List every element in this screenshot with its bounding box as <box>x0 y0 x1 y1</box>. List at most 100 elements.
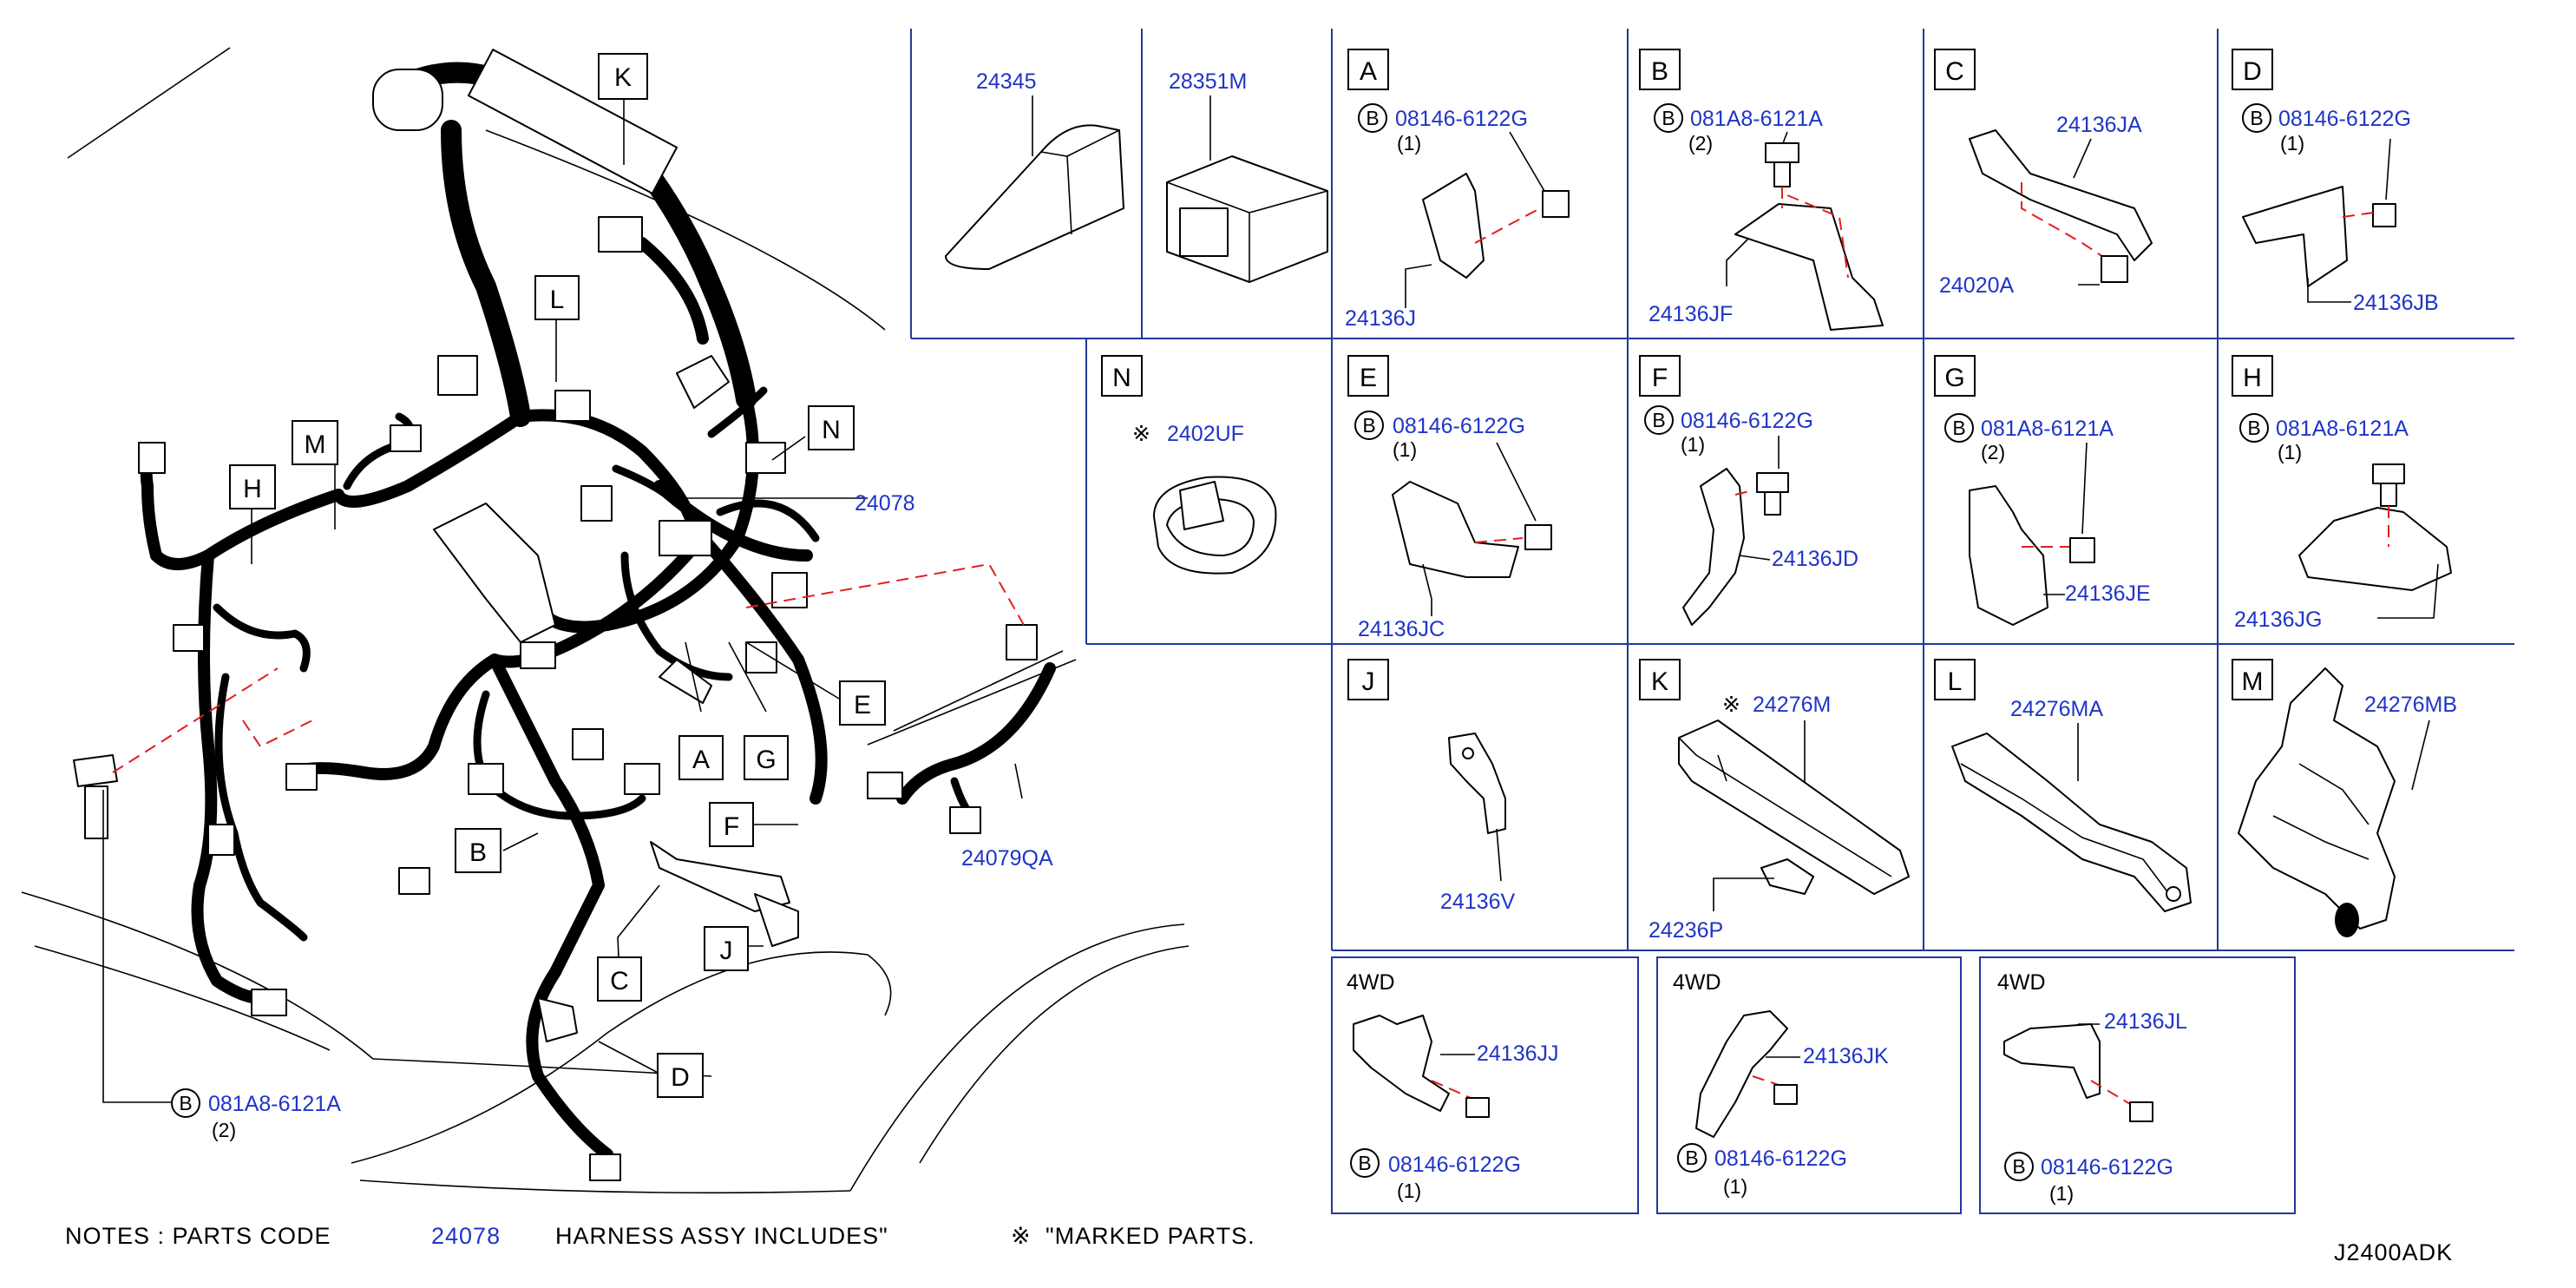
label-text: H <box>243 475 262 503</box>
bottom-bolt-label: B 081A8-6121A (2) <box>171 1088 341 1141</box>
label-text: M <box>2242 667 2264 696</box>
callout-M: M <box>292 420 338 465</box>
label-text: L <box>1948 667 1963 696</box>
label-text: 081A8-6121A <box>208 1092 341 1116</box>
callout-F: F <box>709 802 754 847</box>
wd-panel-3: 4WD 24136JL B 08146-6122G (1) <box>1997 970 2187 1205</box>
label-text: (1) <box>2278 441 2302 463</box>
label-text: 4WD <box>1997 970 2046 995</box>
notes-line: NOTES : PARTS CODE 24078 HARNESS ASSY IN… <box>65 1223 1255 1249</box>
wd-panel-1: 4WD 24136JJ B 08146-6122G (1) <box>1347 970 1559 1202</box>
panel-H: H B 081A8-6121A (1) 24136JG <box>2232 355 2452 632</box>
label-text: (1) <box>1681 433 1705 456</box>
label-text: (2) <box>1688 132 1713 154</box>
label-text: 24136JF <box>1649 302 1733 326</box>
label-text: 24276MB <box>2364 693 2457 717</box>
label-text: F <box>1652 364 1668 392</box>
label-text: (1) <box>1723 1175 1747 1198</box>
label-text: HARNESS ASSY INCLUDES" <box>555 1223 888 1249</box>
label-text: 4WD <box>1347 970 1395 995</box>
label-text: 24236P <box>1649 918 1723 943</box>
label-text: J <box>1362 667 1375 696</box>
label-text: (1) <box>2049 1182 2074 1205</box>
panel-C: C 24136JA 24020A <box>1934 49 2153 298</box>
callout-G: G <box>744 735 789 780</box>
callout-E: E <box>839 680 886 726</box>
label-text: (1) <box>1393 438 1417 461</box>
panel-G: G B 081A8-6121A (2) 24136JE <box>1934 355 2151 626</box>
panel-J: J 24136V <box>1347 659 1516 914</box>
label-text: 24276MA <box>2010 697 2103 721</box>
label-text: B <box>2012 1155 2025 1178</box>
label-text: 24078 <box>431 1223 501 1249</box>
label-text: 24136JA <box>2056 113 2142 137</box>
label-text: 08146-6122G <box>1714 1147 1847 1171</box>
label-text: B <box>1685 1147 1698 1169</box>
label-text: 24136JB <box>2353 291 2439 315</box>
label-text: ※ <box>1011 1223 1032 1249</box>
label-text: B <box>469 838 487 867</box>
label-text: 24020A <box>1939 273 2015 298</box>
label-text: 081A8-6121A <box>1981 417 2114 441</box>
callout-A: A <box>678 735 724 780</box>
label-text: C <box>610 967 629 996</box>
label-text: 4WD <box>1673 970 1721 995</box>
label-text: 24276M <box>1753 693 1831 717</box>
top-part-28351M: 28351M <box>1166 69 1328 283</box>
label-text: D <box>2243 57 2262 86</box>
label-text: 24136JL <box>2104 1009 2187 1034</box>
label-text: ※ <box>1722 693 1740 717</box>
panel-E: E B 08146-6122G (1) 24136JC <box>1347 355 1552 641</box>
label-text: "MARKED PARTS. <box>1045 1223 1255 1249</box>
label-text: (1) <box>2280 132 2304 154</box>
label-text: 24136JC <box>1358 617 1445 641</box>
label-text: G <box>756 746 776 774</box>
wd-panel-2: 4WD 24136JK B 08146-6122G (1) <box>1673 970 1889 1198</box>
label-text: F <box>724 812 739 841</box>
label-text: 08146-6122G <box>1395 107 1528 131</box>
label-text: E <box>854 691 871 720</box>
label-text: B <box>1952 417 1965 439</box>
label-text: H <box>2243 364 2262 392</box>
label-text: E <box>1360 364 1377 392</box>
sub-harness-number: 24079QA <box>961 846 1053 871</box>
label-text: K <box>614 63 632 92</box>
label-text: B <box>1358 1152 1371 1174</box>
label-text: 08146-6122G <box>1681 409 1813 433</box>
label-text: 24345 <box>976 69 1037 94</box>
label-text: 081A8-6121A <box>1690 107 1823 131</box>
label-text: 2402UF <box>1167 422 1244 446</box>
callout-C: C <box>597 956 642 1002</box>
label-text: 24136JD <box>1772 547 1858 571</box>
label-text: J <box>720 936 733 965</box>
main-callouts: K L M N H A G E F B J C D <box>229 53 886 1098</box>
label-text: B <box>1366 107 1379 129</box>
label-text: (2) <box>212 1119 236 1141</box>
label-text: (1) <box>1397 132 1421 154</box>
label-text: A <box>692 746 710 774</box>
label-text: 081A8-6121A <box>2276 417 2409 441</box>
callout-D: D <box>657 1053 704 1098</box>
label-text: 24136JE <box>2065 582 2151 606</box>
panel-L: L 24276MA <box>1934 659 2192 912</box>
label-text: ※ <box>1132 422 1150 446</box>
label-text: K <box>1651 667 1668 696</box>
label-text: 28351M <box>1169 69 1247 94</box>
top-part-24345: 24345 <box>945 69 1124 270</box>
callout-L: L <box>534 275 580 320</box>
label-text: (2) <box>1981 441 2005 463</box>
callout-H: H <box>229 464 276 509</box>
label-text: M <box>305 430 326 459</box>
label-text: G <box>1944 364 1964 392</box>
label-text: 24136J <box>1345 306 1416 331</box>
label-text: 08146-6122G <box>1393 414 1525 438</box>
label-text: B <box>1362 414 1375 437</box>
panel-B: B B 081A8-6121A (2) 24136JF <box>1639 49 1884 331</box>
label-text: B <box>1652 409 1665 431</box>
label-text: 24136JK <box>1803 1044 1889 1068</box>
panel-N: N ※ 2402UF <box>1101 355 1277 575</box>
label-text: N <box>822 416 841 444</box>
callout-J: J <box>704 926 749 971</box>
label-text: (1) <box>1397 1180 1421 1202</box>
